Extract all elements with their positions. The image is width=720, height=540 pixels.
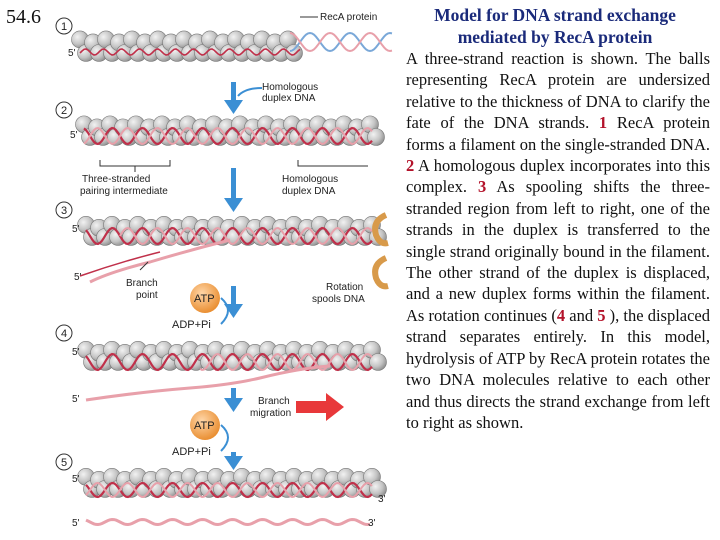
reca-protein-ball (285, 44, 303, 62)
body-text-run: A homologous duplex incorporates into th… (406, 156, 710, 197)
step-marker-label: 3 (61, 205, 67, 217)
dna-strand-red (85, 226, 373, 246)
dna-strand-pink (85, 481, 373, 499)
step-marker-label: 2 (61, 105, 67, 117)
branch-point-label: point (136, 290, 158, 301)
dna-strand-red (83, 126, 373, 146)
three-stranded-label: pairing intermediate (80, 186, 168, 197)
reca-protein-label: RecA protein (320, 12, 377, 23)
five-prime-label: 5' (72, 518, 80, 529)
displaced-strand (89, 238, 231, 284)
slide-number: 54.6 (6, 6, 41, 28)
five-prime-label: 5' (72, 474, 80, 485)
homologous-dna-label: duplex DNA (282, 186, 336, 197)
step-marker-3: 3 (55, 201, 73, 219)
displaced-strand (85, 364, 331, 402)
step-number-ref: 2 (406, 156, 415, 176)
homologous-duplex-label: Homologous (262, 82, 318, 93)
step-number-ref: 1 (598, 113, 608, 133)
homologous-duplex-label: duplex DNA (262, 93, 316, 104)
five-prime-label: 5' (74, 272, 82, 283)
three-prime-label: 3' (378, 494, 386, 505)
atp-ball-1 (190, 283, 220, 313)
branch-migration-label: migration (250, 408, 291, 419)
atp-label: ATP (194, 293, 215, 305)
five-prime-label: 5' (70, 130, 78, 141)
reca-protein-ball (369, 353, 387, 371)
step-marker-1: 1 (55, 17, 73, 35)
step-marker-label: 1 (61, 21, 67, 33)
dna-strand-pink (119, 226, 373, 246)
body-text-run: RecA protein forms a filament on the sin… (406, 113, 710, 154)
step-number-ref: 5 (597, 305, 606, 325)
separated-strand (85, 517, 371, 527)
panel-body-text: A three-strand reaction is shown. The ba… (400, 48, 710, 433)
step-marker-2: 2 (55, 101, 73, 119)
displaced-strand (79, 251, 161, 277)
five-prime-label: 5' (72, 394, 80, 405)
rotation-arrow-icon (372, 212, 389, 290)
branch-migration-arrow (296, 393, 344, 421)
panel-title-line: mediated by RecA protein (457, 27, 653, 47)
panel-title: Model for DNA strand exchange mediated b… (400, 4, 710, 48)
step-marker-4: 4 (55, 324, 73, 342)
body-text-run: As spooling shifts the three-stranded re… (406, 177, 710, 325)
reca-protein-ball (369, 480, 387, 498)
step-number-ref: 3 (477, 177, 487, 197)
homologous-dna-label: Homologous (282, 174, 338, 185)
duplex-strand (289, 31, 393, 53)
step-arrow (224, 82, 243, 470)
adp-label: ADP+Pi (172, 446, 211, 458)
branch-point-label: Branch (126, 278, 158, 289)
five-prime-label: 5' (72, 347, 80, 358)
panel-title-line: Model for DNA strand exchange (434, 5, 676, 25)
atp-label: ATP (194, 420, 215, 432)
three-stranded-label: Three-stranded (82, 174, 150, 185)
five-prime-label: 5' (68, 48, 76, 59)
step-marker-label: 4 (61, 328, 67, 340)
adp-label: ADP+Pi (172, 319, 211, 331)
step-marker-label: 5 (61, 457, 67, 469)
dna-strand-pink (83, 126, 373, 146)
step-marker-5: 5 (55, 453, 73, 471)
ssdna-strand (79, 48, 301, 56)
dna-strand-pink (199, 352, 373, 372)
body-text-run: ), the displaced strand separates entire… (406, 305, 711, 432)
body-text-run: A three-strand reaction is shown. The ba… (406, 49, 710, 133)
five-prime-label: 5' (72, 224, 80, 235)
dna-strand-red (85, 352, 373, 372)
dna-strand-red (85, 481, 373, 499)
body-text-run: and (565, 305, 598, 325)
atp-ball-2 (190, 410, 220, 440)
rotation-label: Rotation (326, 282, 363, 293)
duplex-strand (289, 31, 393, 53)
three-prime-label: 3' (368, 518, 376, 529)
description-panel: Model for DNA strand exchange mediated b… (400, 4, 710, 433)
branch-migration-label: Branch (258, 396, 290, 407)
step-number-ref: 4 (556, 305, 566, 325)
rotation-label: spools DNA (312, 294, 365, 305)
reca-filament-1 (71, 30, 303, 62)
